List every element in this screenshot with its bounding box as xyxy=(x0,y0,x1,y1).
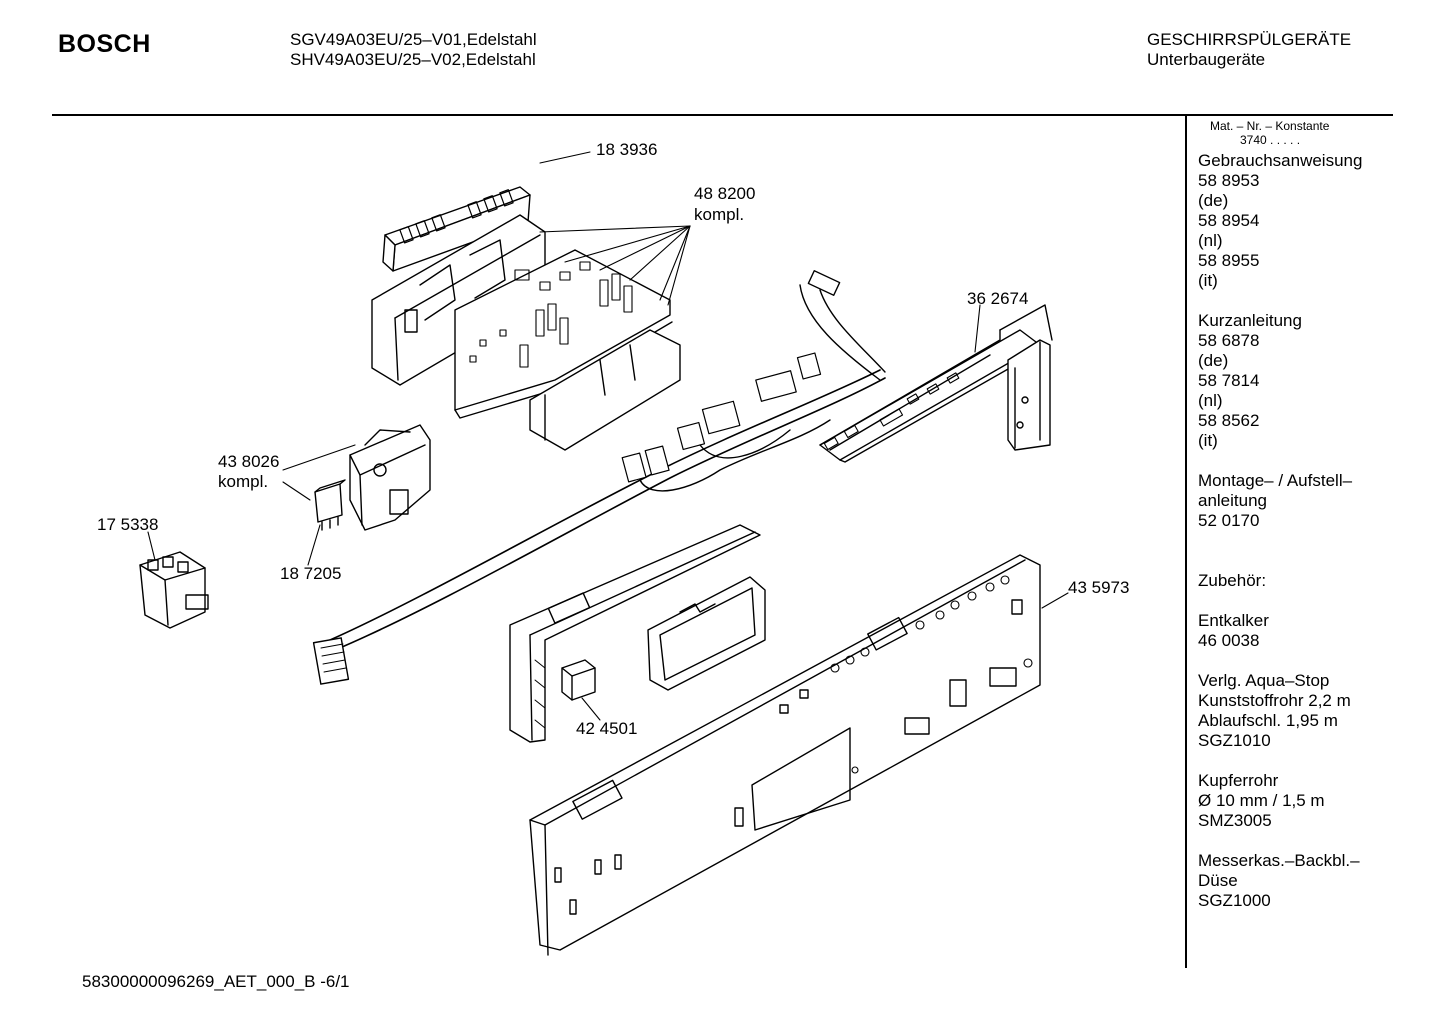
part-micro-switch xyxy=(314,479,346,531)
callout-435973: 43 5973 xyxy=(1068,578,1130,597)
callout-175338: 17 5338 xyxy=(97,515,159,534)
callout-183936: 18 3936 xyxy=(596,140,658,159)
sidebar-line: Messerkas.–Backbl.– xyxy=(1198,851,1360,870)
sidebar-line: 58 6878 xyxy=(1198,331,1260,350)
leader-lines xyxy=(147,151,1069,721)
sidebar-line: 46 0038 xyxy=(1198,631,1260,650)
callout-488200-note: kompl. xyxy=(694,205,745,224)
callout-438026-note: kompl. xyxy=(218,472,269,491)
brand-logo: BOSCH xyxy=(58,30,151,58)
sidebar-line: (de) xyxy=(1198,191,1229,210)
part-rear-frame xyxy=(509,524,766,743)
sidebar-line: Verlg. Aqua–Stop xyxy=(1198,671,1330,690)
part-control-module xyxy=(371,214,681,451)
model-line-1: SGV49A03EU/25–V01,Edelstahl xyxy=(290,30,537,49)
appliance-category: GESCHIRRSPÜLGERÄTE Unterbaugeräte xyxy=(1147,30,1351,70)
header-divider xyxy=(52,114,1393,116)
model-line-2: SHV49A03EU/25–V02,Edelstahl xyxy=(290,50,536,69)
category-line-2: Unterbaugeräte xyxy=(1147,50,1266,69)
sidebar-line: Ø 10 mm / 1,5 m xyxy=(1198,791,1325,810)
sidebar-line: Kurzanleitung xyxy=(1198,311,1302,330)
sidebar-line: (nl) xyxy=(1198,391,1223,410)
sidebar-line: anleitung xyxy=(1198,491,1268,510)
part-terminal-block xyxy=(139,551,209,629)
sidebar-line: SGZ1010 xyxy=(1198,731,1271,750)
part-control-panel xyxy=(529,554,1041,956)
callout-488200-number: 48 8200 xyxy=(694,184,756,203)
sidebar-divider xyxy=(1185,116,1187,968)
sidebar-line: 58 8562 xyxy=(1198,411,1260,430)
sidebar-line: Montage– / Aufstell– xyxy=(1198,471,1353,490)
sidebar-line: (it) xyxy=(1198,271,1218,290)
sidebar-line: Kunststoffrohr 2,2 m xyxy=(1198,691,1351,710)
sidebar-line: Düse xyxy=(1198,871,1238,890)
sidebar-line: 58 8955 xyxy=(1198,251,1260,270)
document-code: 58300000096269_AET_000_B -6/1 xyxy=(82,972,350,991)
category-line-1: GESCHIRRSPÜLGERÄTE xyxy=(1147,30,1352,49)
sidebar-line: 58 7814 xyxy=(1198,371,1260,390)
part-door-lock xyxy=(349,424,431,531)
sidebar-line: SGZ1000 xyxy=(1198,891,1271,910)
sidebar-line: Ablaufschl. 1,95 m xyxy=(1198,711,1338,730)
sidebar-line: 52 0170 xyxy=(1198,511,1260,530)
callout-424501: 42 4501 xyxy=(576,719,638,738)
sidebar-line: Gebrauchsanweisung xyxy=(1198,151,1363,170)
sidebar-line: 58 8953 xyxy=(1198,171,1260,190)
model-numbers: SGV49A03EU/25–V01,Edelstahl SHV49A03EU/2… xyxy=(290,30,537,70)
sidebar-line: Kupferrohr xyxy=(1198,771,1279,790)
sidebar-line: SMZ3005 xyxy=(1198,811,1272,830)
sidebar-line: Entkalker xyxy=(1198,611,1269,630)
sidebar-line: Zubehör: xyxy=(1198,571,1267,590)
part-button-strip xyxy=(382,186,531,272)
sidebar-line: (de) xyxy=(1198,351,1229,370)
callout-362674: 36 2674 xyxy=(967,289,1029,308)
part-fascia-strip xyxy=(819,304,1053,463)
callout-438026-number: 43 8026 xyxy=(218,452,280,471)
sidebar-line: (it) xyxy=(1198,431,1218,450)
material-number-label: Mat. – Nr. – Konstante xyxy=(1210,119,1330,133)
material-number-header: Mat. – Nr. – Konstante 3740 . . . . . xyxy=(1210,119,1329,147)
part-wiring-harness xyxy=(312,270,886,685)
callout-187205: 18 7205 xyxy=(280,564,342,583)
material-number-value: 3740 . . . . . xyxy=(1240,133,1301,147)
sidebar-line: 58 8954 xyxy=(1198,211,1260,230)
part-small-button xyxy=(561,659,596,701)
sidebar-line: (nl) xyxy=(1198,231,1223,250)
